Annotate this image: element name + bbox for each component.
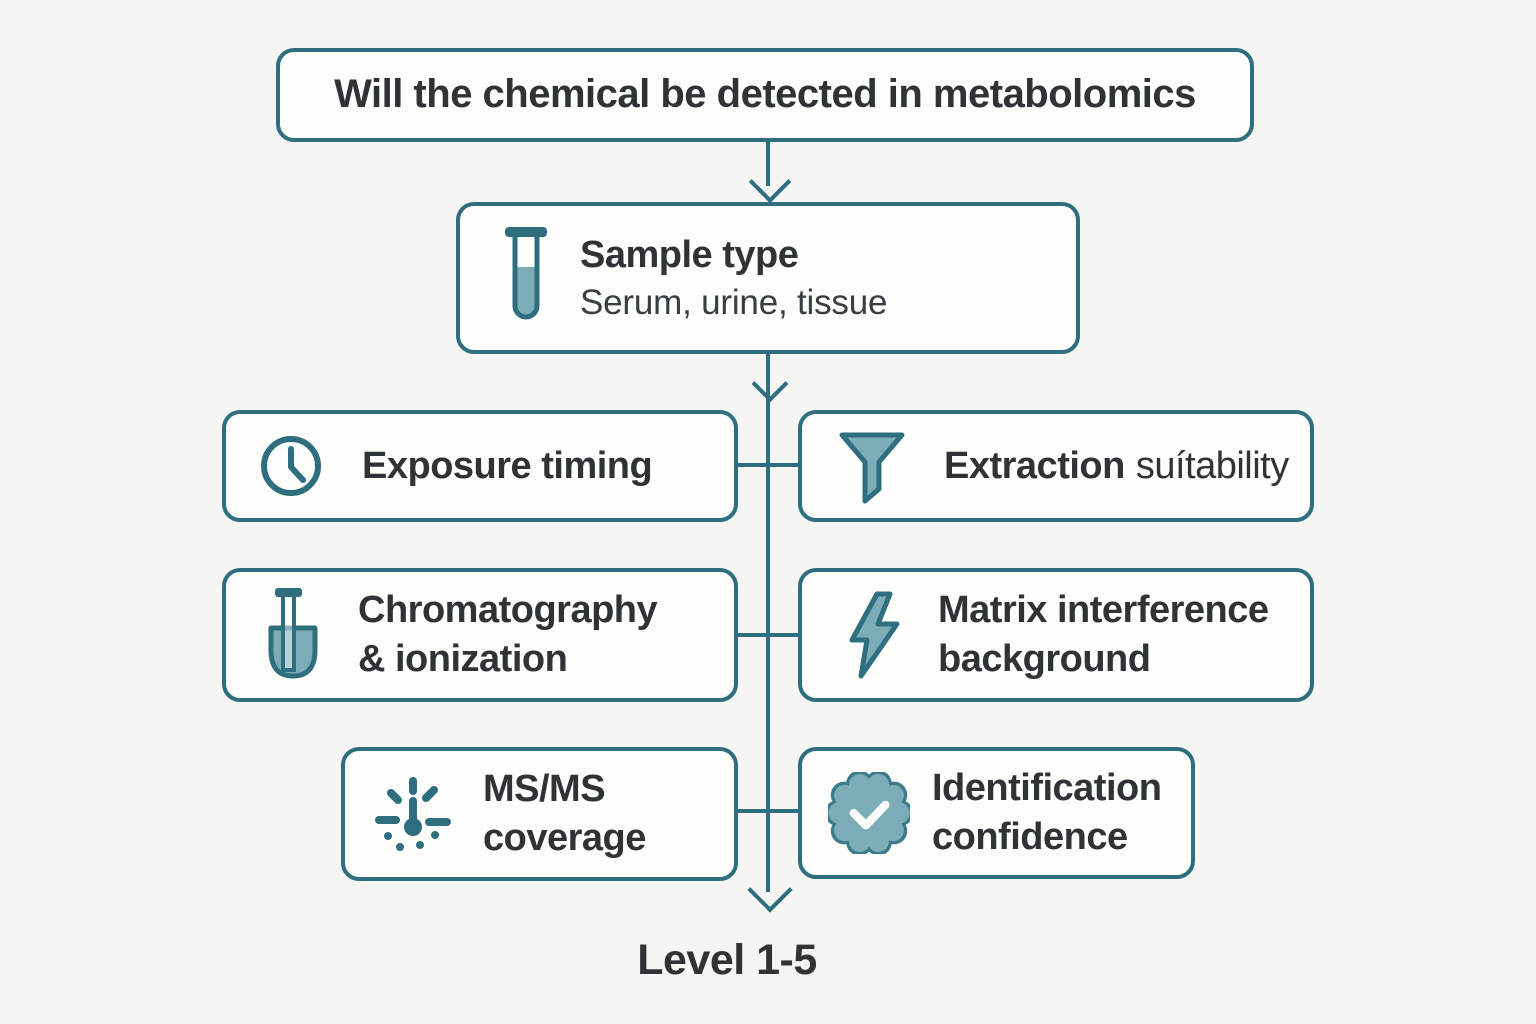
factor-label: Exposure timing: [362, 444, 653, 487]
arrowhead-bottom: [747, 867, 793, 913]
connector-row2: [738, 633, 798, 637]
sample-type-text: Sample type Serum, urine, tissue: [580, 234, 887, 323]
factor-label-light: suítability: [1135, 444, 1289, 487]
root-question-label: Will the chemical be detected in metabol…: [334, 72, 1196, 117]
factor-line2: & ionization: [358, 638, 568, 680]
factor-line1: Matrix interference: [938, 589, 1269, 632]
factor-chromatography-ionization: Chromatography & ionization: [222, 568, 738, 702]
connector-top-arrow: [766, 142, 770, 186]
factor-line2: background: [938, 638, 1151, 680]
connector-row1: [738, 463, 798, 467]
column-flask-icon: [262, 586, 324, 684]
result-level-label: Level 1-5: [637, 936, 817, 984]
badge-check-icon: [828, 772, 910, 854]
factor-label: MS/MS coverage: [483, 765, 646, 862]
factor-line1: Chromatography: [358, 589, 658, 632]
factor-label: Identification confidence: [932, 764, 1162, 861]
clock-icon: [258, 433, 324, 499]
factor-label: Chromatography & ionization: [358, 586, 658, 683]
sample-type-subtitle: Serum, urine, tissue: [580, 282, 888, 322]
factor-line2: confidence: [932, 816, 1128, 858]
factor-line1: Identification: [932, 767, 1162, 810]
factor-exposure-timing: Exposure timing: [222, 410, 738, 522]
factor-label: Matrix interference background: [938, 586, 1269, 683]
arrowhead-mid: [751, 365, 789, 403]
sample-type-title: Sample type: [580, 233, 799, 276]
factor-line2: coverage: [483, 817, 646, 859]
factor-matrix-interference: Matrix interference background: [798, 568, 1314, 702]
funnel-icon: [836, 425, 908, 507]
connector-row3: [738, 809, 798, 813]
connector-spine: [766, 354, 770, 892]
test-tube-icon: [502, 225, 550, 331]
lightning-icon: [846, 590, 902, 680]
arrowhead-top: [748, 160, 792, 204]
factor-msms-coverage: MS/MS coverage: [341, 747, 738, 881]
factor-label-strong: Extraction: [944, 444, 1125, 487]
sample-type-box: Sample type Serum, urine, tissue: [456, 202, 1080, 354]
root-question-box: Will the chemical be detected in metabol…: [276, 48, 1254, 142]
burst-icon: [373, 773, 455, 855]
factor-line1: MS/MS: [483, 768, 606, 811]
factor-identification-confidence: Identification confidence: [798, 747, 1195, 879]
